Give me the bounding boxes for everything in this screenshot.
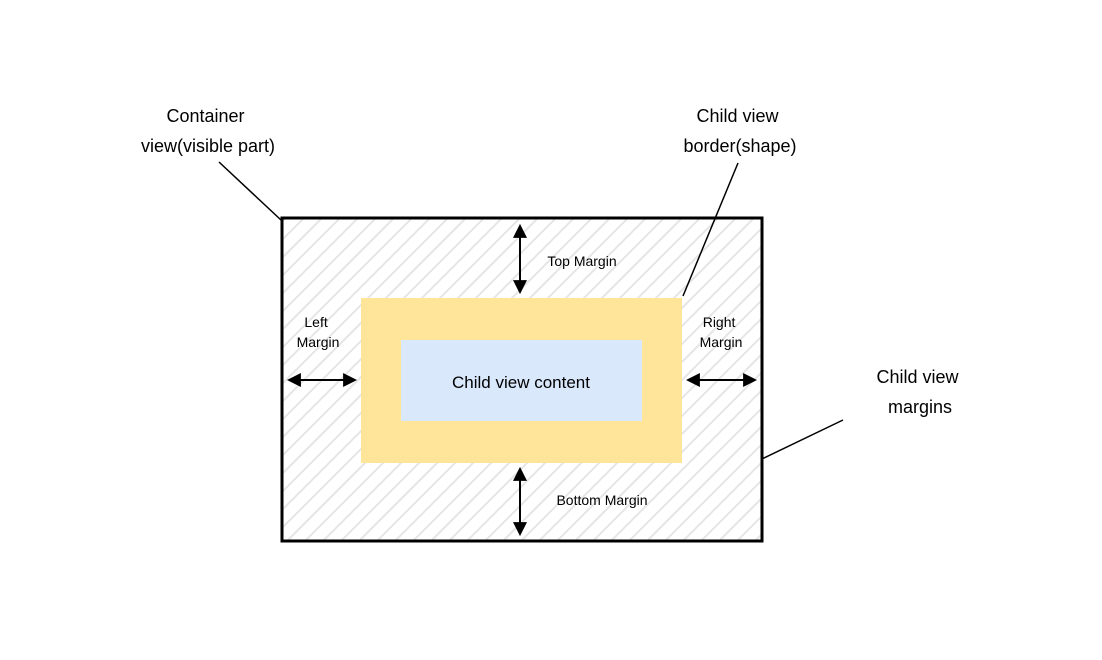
top-margin-label: Top Margin bbox=[547, 253, 616, 269]
container-view-label-line1: Container bbox=[166, 106, 244, 126]
left-margin-label: Left Margin bbox=[297, 314, 340, 350]
child-border-label-line2: border(shape) bbox=[683, 136, 796, 156]
child-view-content-rect bbox=[401, 340, 642, 421]
right-margin-label-line2: Margin bbox=[700, 334, 743, 350]
child-margins-label: Child view margins bbox=[876, 367, 963, 417]
left-margin-label-line2: Margin bbox=[297, 334, 340, 350]
container-view-label: Container view(visible part) bbox=[141, 106, 275, 156]
container-view-leader-line bbox=[218, 161, 282, 221]
child-border-leader-line bbox=[682, 162, 739, 297]
child-border-label: Child view border(shape) bbox=[683, 106, 796, 156]
child-view-content-label: Child view content bbox=[452, 373, 590, 392]
child-margins-label-line1: Child view bbox=[876, 367, 959, 387]
left-margin-label-line1: Left bbox=[304, 314, 327, 330]
right-margin-label: Right Margin bbox=[700, 314, 743, 350]
bottom-margin-label: Bottom Margin bbox=[556, 492, 647, 508]
child-border-label-line1: Child view bbox=[696, 106, 779, 126]
container-view-label-line2: view(visible part) bbox=[141, 136, 275, 156]
child-margins-label-line2: margins bbox=[888, 397, 952, 417]
child-margins-leader-line bbox=[761, 419, 844, 460]
right-margin-label-line1: Right bbox=[703, 314, 736, 330]
